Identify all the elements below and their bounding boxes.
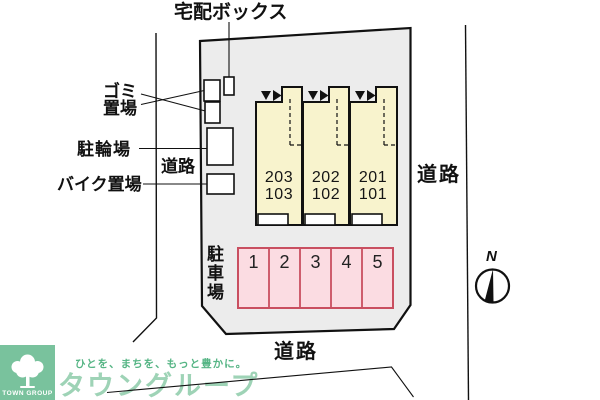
parking-space-number: 3 (310, 252, 321, 272)
unit-lower-number: 101 (358, 185, 388, 203)
bicycle-parking-label: 駐輪場 (77, 140, 131, 159)
unit-upper-number: 202 (311, 169, 341, 186)
unit-3-porch (351, 213, 383, 226)
motorcycle-parking-area (206, 173, 235, 195)
parking-space-number: 2 (279, 252, 290, 272)
entrance-marker-down-icon (261, 91, 271, 100)
unit-number-201-101: 201 101 (351, 169, 395, 203)
entrance-marker-right-icon (273, 90, 282, 101)
garbage-area-label: ゴミ 置場 (97, 83, 143, 117)
garbage-box-1 (203, 79, 221, 102)
building-unit-2 (302, 86, 350, 226)
garbage-box-2 (204, 101, 221, 124)
parking-space-number: 5 (372, 252, 383, 272)
unit-lower-number: 103 (264, 185, 294, 203)
building-unit-3 (349, 86, 398, 226)
entrance-marker-right-icon (320, 90, 329, 101)
car-parking-label: 駐車場 (204, 245, 223, 302)
unit-lower-number: 102 (311, 185, 341, 203)
building-unit-1 (255, 86, 303, 226)
garbage-area-label-line1: ゴミ (103, 82, 137, 101)
north-label: N (486, 248, 497, 265)
bicycle-parking-area (206, 127, 234, 166)
unit-number-203-103: 203 103 (257, 169, 301, 203)
unit-1-porch (257, 213, 289, 226)
parking-space-number: 4 (341, 252, 352, 272)
road-right-line (464, 24, 470, 400)
entrance-marker-down-icon (355, 91, 365, 100)
brand-name: タウングループ (58, 371, 260, 400)
entrance-marker-down-icon (308, 91, 318, 100)
tree-icon (11, 354, 44, 388)
town-group-logo: TOWN GROUP (0, 345, 55, 400)
unit-2-porch (304, 213, 336, 226)
unit-number-202-102: 202 102 (304, 169, 348, 203)
unit-upper-number: 201 (358, 169, 388, 186)
garbage-area-label-line2: 置場 (103, 99, 137, 118)
delivery-box (223, 76, 235, 96)
town-group-logo-text: TOWN GROUP (2, 390, 53, 397)
unit-upper-number: 203 (264, 169, 294, 186)
delivery-box-label: 宅配ボックス (174, 2, 288, 23)
parking-lot (237, 247, 394, 309)
road-right-label: 道路 (417, 164, 461, 186)
entrance-marker-right-icon (367, 90, 376, 101)
leader-garbage-1 (140, 93, 212, 114)
road-left-line (132, 32, 158, 343)
road-left-label: 道路 (161, 157, 195, 176)
road-bottom-label: 道路 (274, 341, 318, 363)
parking-space-number: 1 (248, 252, 259, 272)
leader-garbage-2 (140, 88, 212, 106)
motorcycle-parking-label: バイク置場 (57, 175, 142, 194)
north-arrow-icon (474, 268, 511, 304)
